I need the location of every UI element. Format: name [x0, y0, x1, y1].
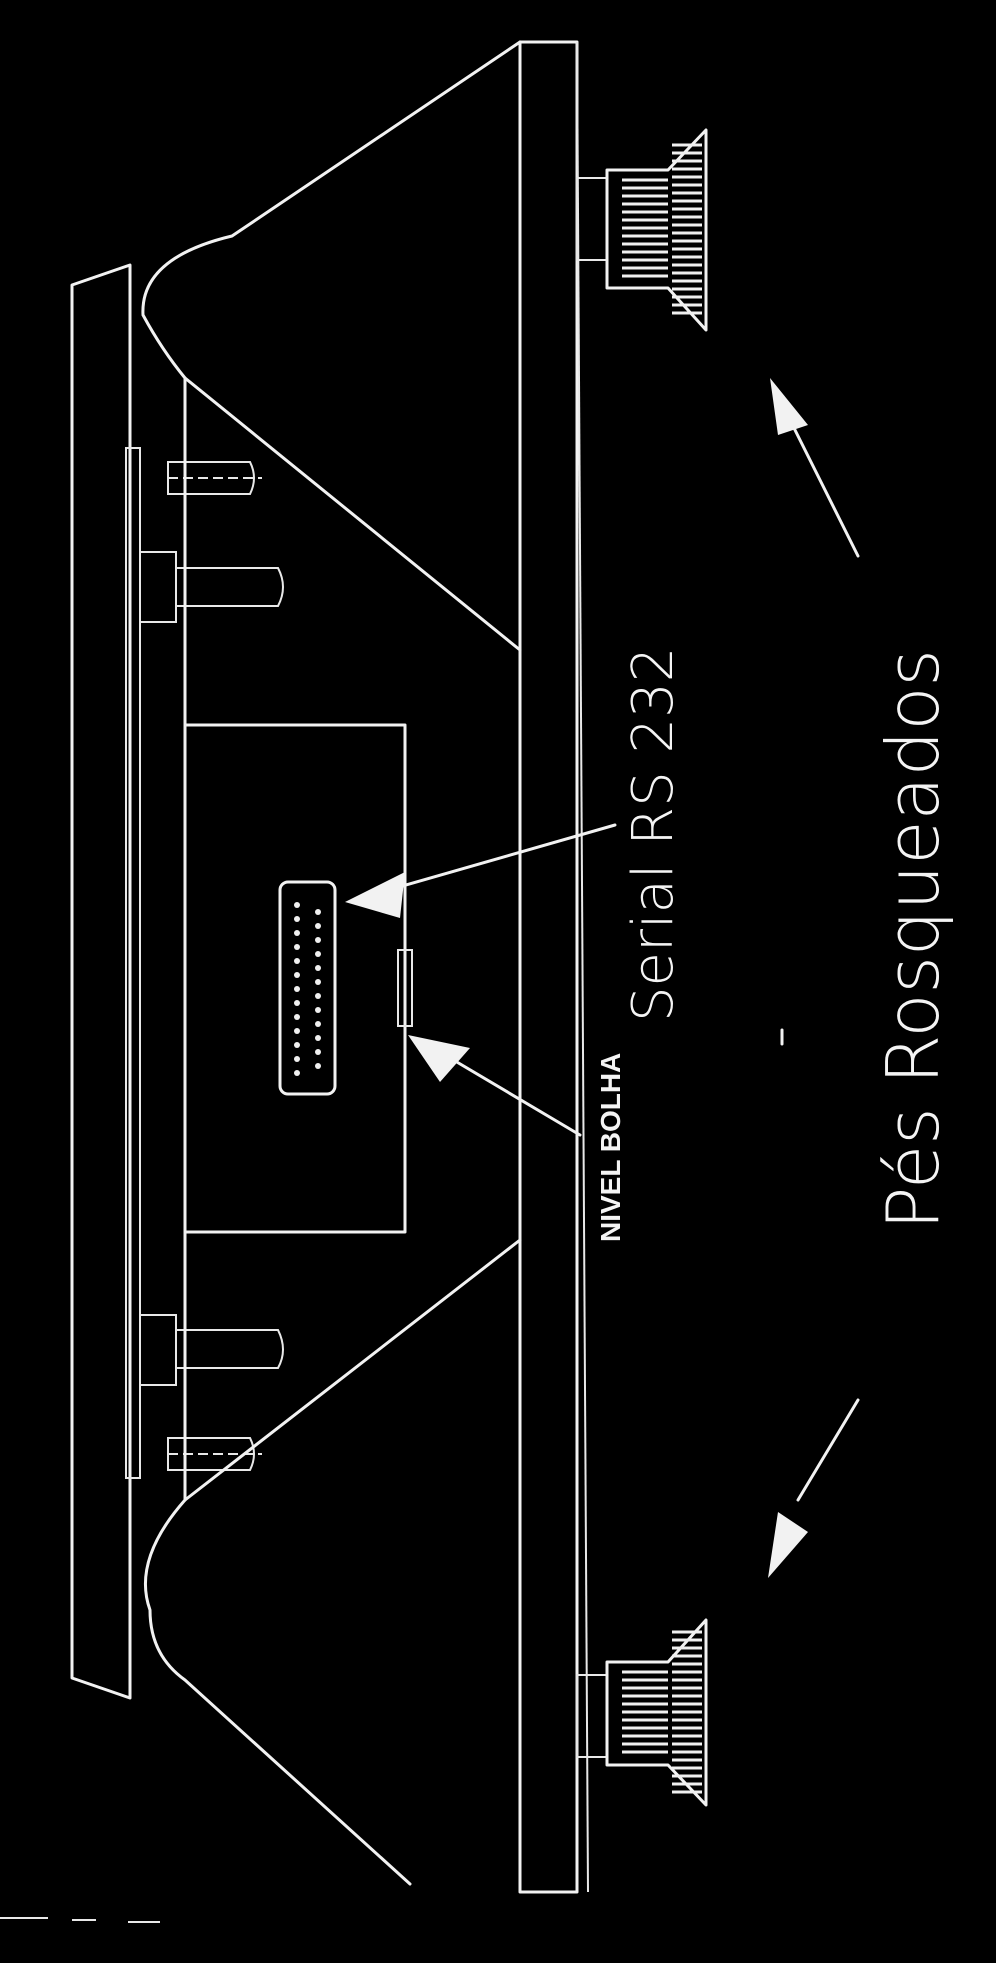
connector-pin: [315, 937, 321, 943]
bubble-level-arrow: [408, 1035, 582, 1137]
connector-pin: [315, 1035, 321, 1041]
foot-arrow-bottom: [768, 1398, 860, 1578]
connector-pin: [315, 1049, 321, 1055]
rear-panel: [183, 723, 407, 1234]
serial-arrow: [345, 823, 617, 918]
connector-pin: [294, 930, 300, 936]
connector-pin: [315, 1021, 321, 1027]
label-bubble-level: NIVEL BOLHA: [595, 1053, 626, 1242]
weighing-platform: [70, 263, 141, 1700]
connector-pin: [315, 965, 321, 971]
connector-pin: [315, 909, 321, 915]
platform-studs: [139, 461, 284, 1471]
connector-pin: [294, 1028, 300, 1034]
connector-pin: [294, 972, 300, 978]
connector-pin: [315, 1063, 321, 1069]
serial-rs232-connector: [278, 880, 337, 1096]
connector-pin: [315, 979, 321, 985]
foot-arrow-top: [770, 378, 860, 558]
scale-body: [141, 40, 589, 1894]
label-threaded-feet: Pés Rosqueados: [871, 649, 955, 1230]
connector-pin: [294, 916, 300, 922]
connector-pin: [294, 1056, 300, 1062]
footer-marks: [0, 1917, 160, 1923]
bubble-level-indicator: [397, 949, 413, 1027]
connector-pin: [294, 944, 300, 950]
connector-pin: [294, 1014, 300, 1020]
connector-pin: [294, 986, 300, 992]
threaded-foot-top: [576, 128, 708, 332]
connector-pin: [315, 923, 321, 929]
connector-pin: [315, 993, 321, 999]
connector-pin: [315, 1007, 321, 1013]
threaded-foot-bottom: [576, 1618, 708, 1807]
connector-pin: [294, 958, 300, 964]
connector-pin: [294, 1070, 300, 1076]
label-serial-rs232: Serial RS 232: [621, 647, 686, 1022]
connector-pin: [294, 1042, 300, 1048]
connector-pin: [294, 1000, 300, 1006]
connector-pin: [294, 902, 300, 908]
connector-pin: [315, 951, 321, 957]
